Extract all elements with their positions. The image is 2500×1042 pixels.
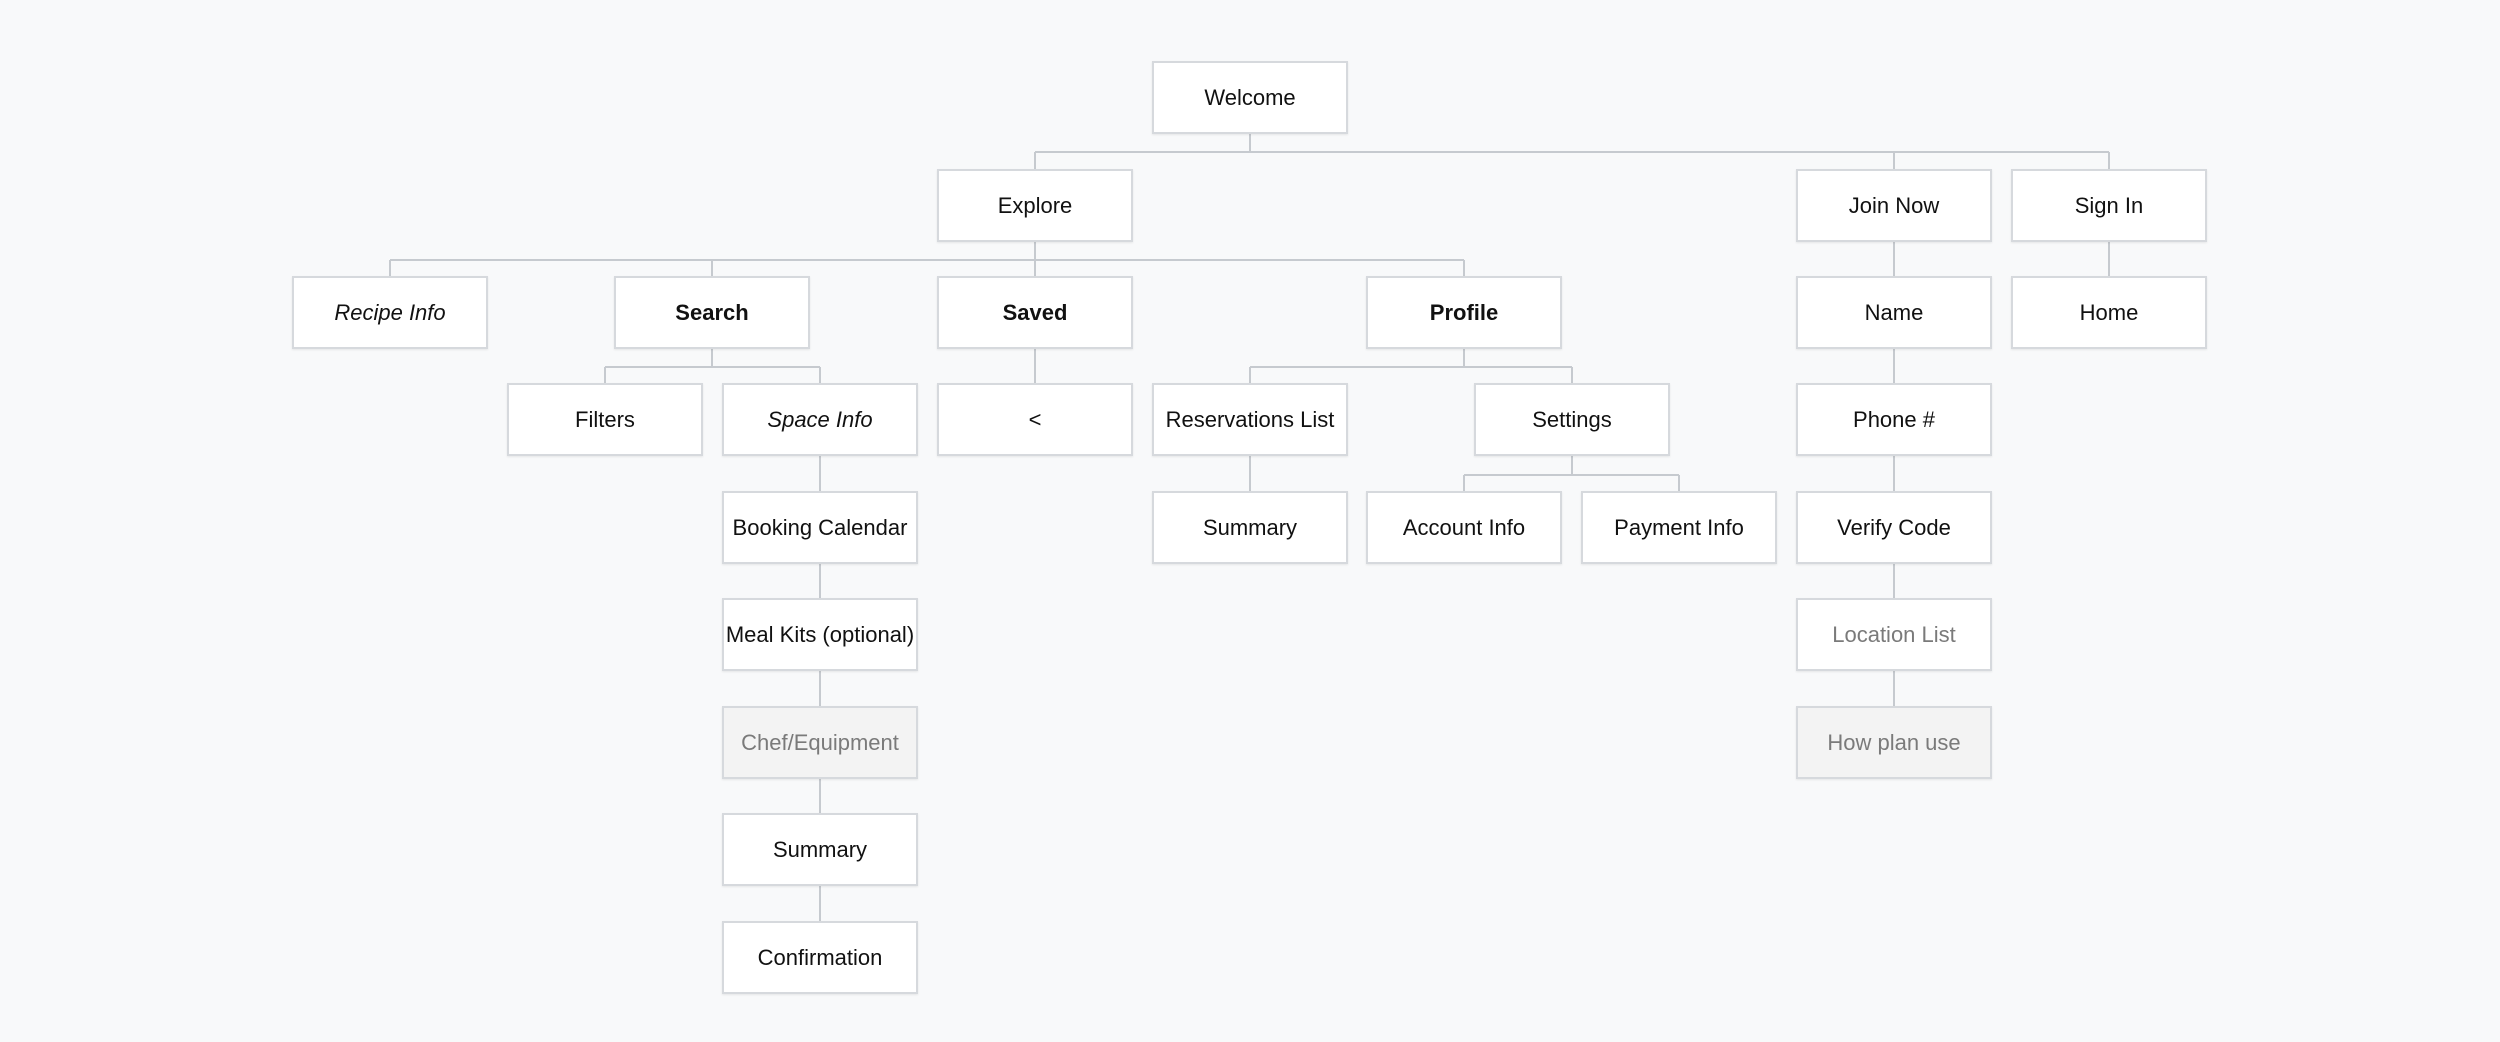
node-profile: Profile (1366, 276, 1562, 349)
node-location-list: Location List (1796, 598, 1992, 671)
node-how-plan-use: How plan use (1796, 706, 1992, 779)
node-sign-in: Sign In (2011, 169, 2207, 242)
node-name: Name (1796, 276, 1992, 349)
node-payment-info: Payment Info (1581, 491, 1777, 564)
node-space-info: Space Info (722, 383, 918, 456)
node-explore: Explore (937, 169, 1133, 242)
node-confirmation: Confirmation (722, 921, 918, 994)
node-welcome: Welcome (1152, 61, 1348, 134)
node-booking-calendar: Booking Calendar (722, 491, 918, 564)
node-phone: Phone # (1796, 383, 1992, 456)
node-saved-back: < (937, 383, 1133, 456)
node-verify-code: Verify Code (1796, 491, 1992, 564)
node-reservations-list: Reservations List (1152, 383, 1348, 456)
node-reservations-summary: Summary (1152, 491, 1348, 564)
node-saved: Saved (937, 276, 1133, 349)
node-filters: Filters (507, 383, 703, 456)
node-recipe-info: Recipe Info (292, 276, 488, 349)
node-chef-equipment: Chef/Equipment (722, 706, 918, 779)
node-booking-summary: Summary (722, 813, 918, 886)
node-settings: Settings (1474, 383, 1670, 456)
node-home: Home (2011, 276, 2207, 349)
node-join-now: Join Now (1796, 169, 1992, 242)
node-search: Search (614, 276, 810, 349)
node-account-info: Account Info (1366, 491, 1562, 564)
node-meal-kits: Meal Kits (optional) (722, 598, 918, 671)
